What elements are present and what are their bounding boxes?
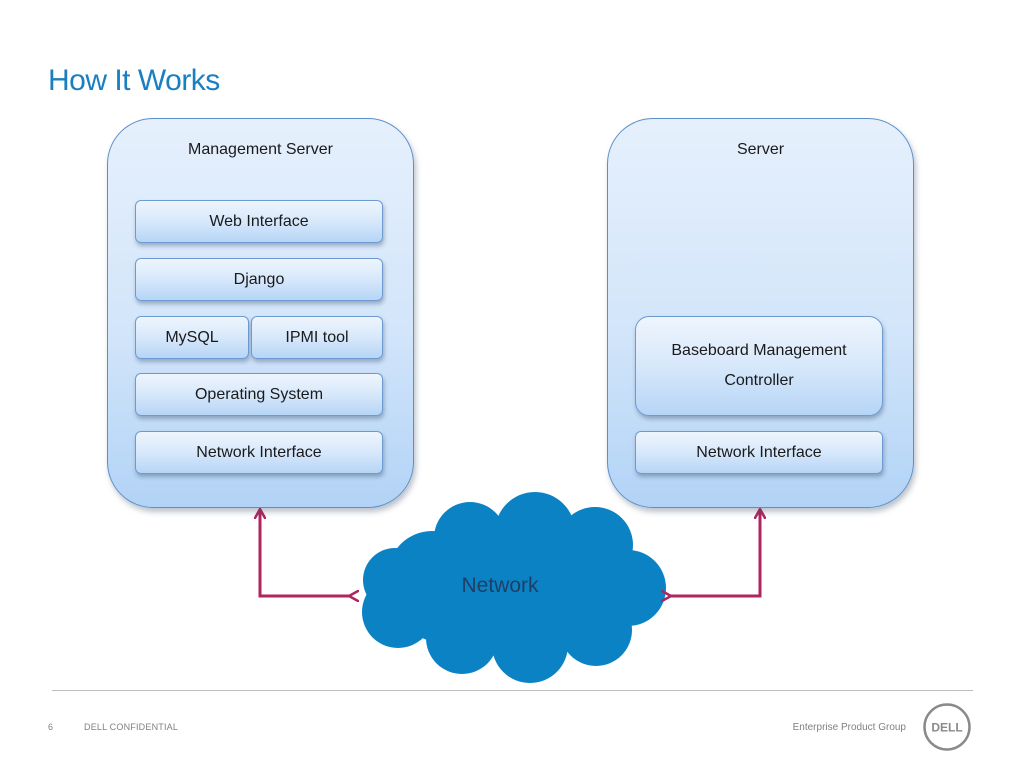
mysql-layer: MySQL xyxy=(135,316,249,359)
ipmi-tool-layer: IPMI tool xyxy=(251,316,383,359)
right-connector-arrow xyxy=(670,510,760,596)
network-label: Network xyxy=(461,574,539,597)
slide-title: How It Works xyxy=(48,64,220,97)
dell-logo-text: DELL xyxy=(931,721,962,735)
management-network-interface-layer: Network Interface xyxy=(135,431,383,474)
group-name: Enterprise Product Group xyxy=(792,722,906,733)
dell-logo-icon: DELL xyxy=(923,703,971,751)
server-network-interface-layer: Network Interface xyxy=(635,431,883,474)
web-interface-layer: Web Interface xyxy=(135,200,383,243)
confidential-label: DELL CONFIDENTIAL xyxy=(84,722,179,732)
page-number: 6 xyxy=(48,722,54,732)
network-cloud xyxy=(362,492,666,683)
bmc-layer: Baseboard Management Controller xyxy=(635,316,883,416)
left-connector-arrow xyxy=(260,510,350,596)
django-layer: Django xyxy=(135,258,383,301)
operating-system-layer: Operating System xyxy=(135,373,383,416)
management-server-title: Management Server xyxy=(188,141,333,158)
footer-divider xyxy=(52,690,973,691)
server-title: Server xyxy=(736,141,785,158)
